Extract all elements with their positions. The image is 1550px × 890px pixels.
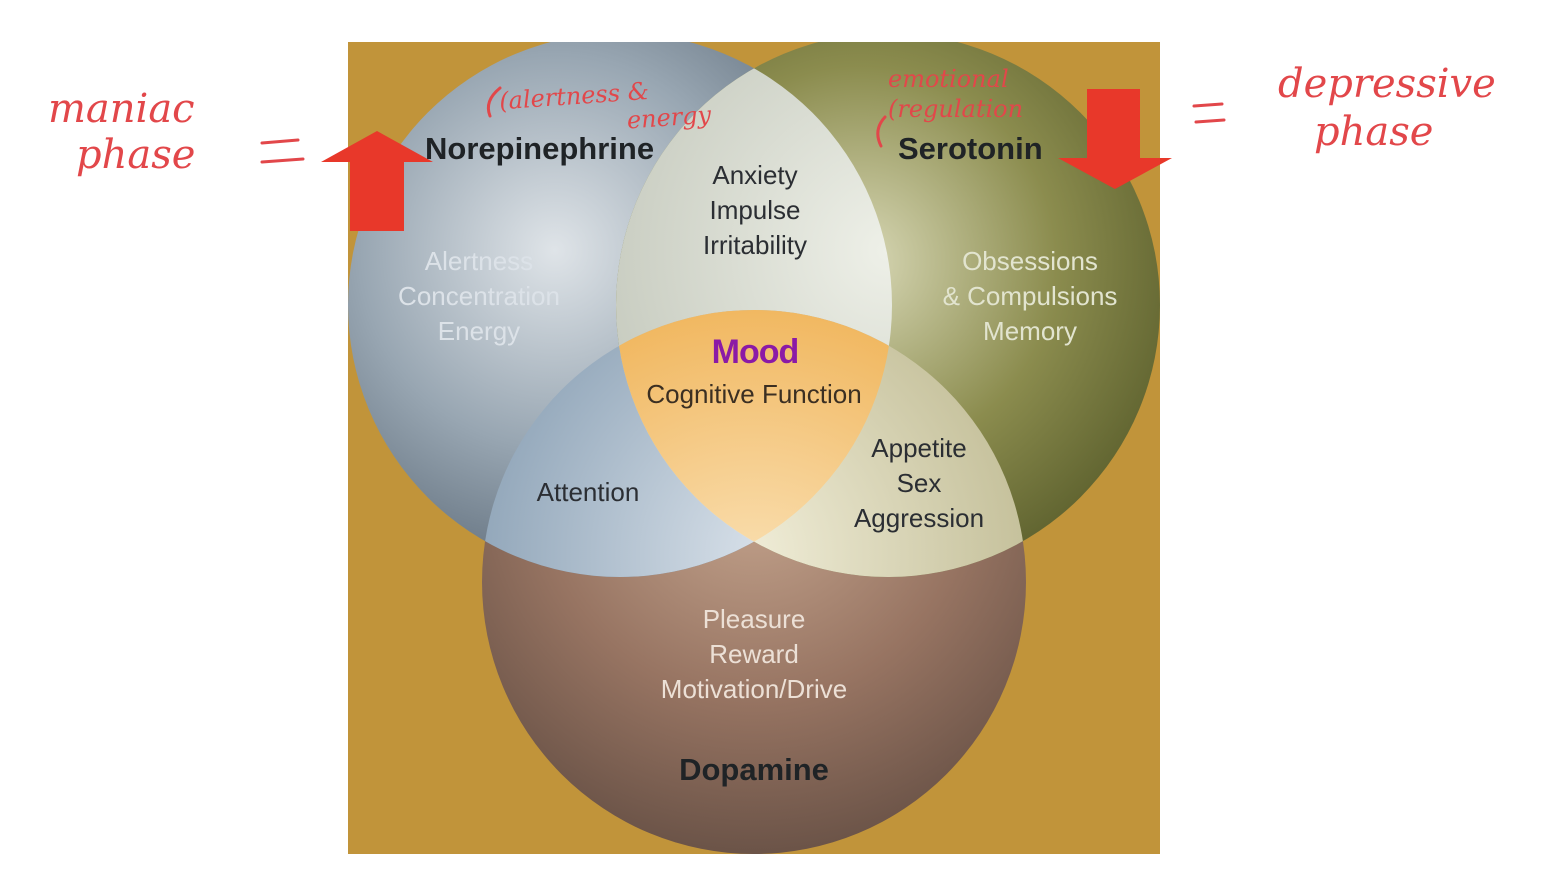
serotonin-note-bracket — [876, 115, 887, 148]
arrow-down-icon — [1058, 89, 1172, 189]
serotonin-item: Obsessions — [962, 246, 1098, 276]
maniac-phase-label: maniac phase — [48, 86, 195, 178]
serotonin-note-line: emotional — [888, 65, 1009, 93]
overlap-item: Appetite — [871, 433, 967, 463]
serotonin-note: emotional (regulation — [888, 64, 1023, 124]
dopamine-items: Pleasure Reward Motivation/Drive — [640, 602, 868, 707]
serotonin-title: Serotonin — [898, 131, 1043, 166]
norepinephrine-dopamine-items: Attention — [518, 475, 658, 510]
maniac-phase-line: maniac — [48, 86, 195, 132]
overlap-item: Impulse — [709, 195, 801, 225]
norepinephrine-serotonin-items: Anxiety Impulse Irritability — [680, 158, 830, 263]
overlap-item: Attention — [536, 477, 640, 507]
left-equals-bar-2 — [260, 157, 305, 164]
dopamine-item: Motivation/Drive — [660, 674, 848, 704]
serotonin-note-line: (regulation — [888, 95, 1024, 123]
center-title: Mood — [711, 333, 800, 371]
depressive-phase-line: depressive — [1278, 61, 1496, 107]
norepinephrine-item: Alertness — [424, 246, 534, 276]
serotonin-item: & Compulsions — [942, 281, 1118, 311]
overlap-item: Aggression — [853, 503, 985, 533]
norepinephrine-title: Norepinephrine — [425, 131, 655, 166]
serotonin-item: Memory — [983, 316, 1077, 346]
serotonin-dopamine-items: Appetite Sex Aggression — [840, 431, 998, 536]
dopamine-title: Dopamine — [679, 752, 829, 787]
overlap-item: Irritability — [702, 230, 807, 260]
overlap-item: Anxiety — [712, 160, 798, 190]
norepinephrine-note-bracket — [486, 86, 502, 118]
left-equals-bar-1 — [260, 138, 300, 145]
norepinephrine-items: Alertness Concentration Energy — [384, 244, 574, 349]
dopamine-item: Reward — [709, 639, 799, 669]
arrow-up-icon — [321, 131, 433, 231]
dopamine-item: Pleasure — [702, 604, 806, 634]
maniac-phase-line: phase — [76, 132, 196, 178]
right-equals-bar-1 — [1192, 102, 1224, 108]
depressive-phase-label: depressive phase — [1278, 60, 1496, 156]
center-subtitle: Cognitive Function — [646, 379, 862, 409]
serotonin-items: Obsessions & Compulsions Memory — [924, 244, 1136, 349]
norepinephrine-item: Energy — [437, 316, 521, 346]
norepinephrine-item: Concentration — [398, 281, 560, 311]
overlap-item: Sex — [896, 468, 942, 498]
depressive-phase-line: phase — [1314, 109, 1434, 155]
right-equals-bar-2 — [1194, 118, 1226, 124]
